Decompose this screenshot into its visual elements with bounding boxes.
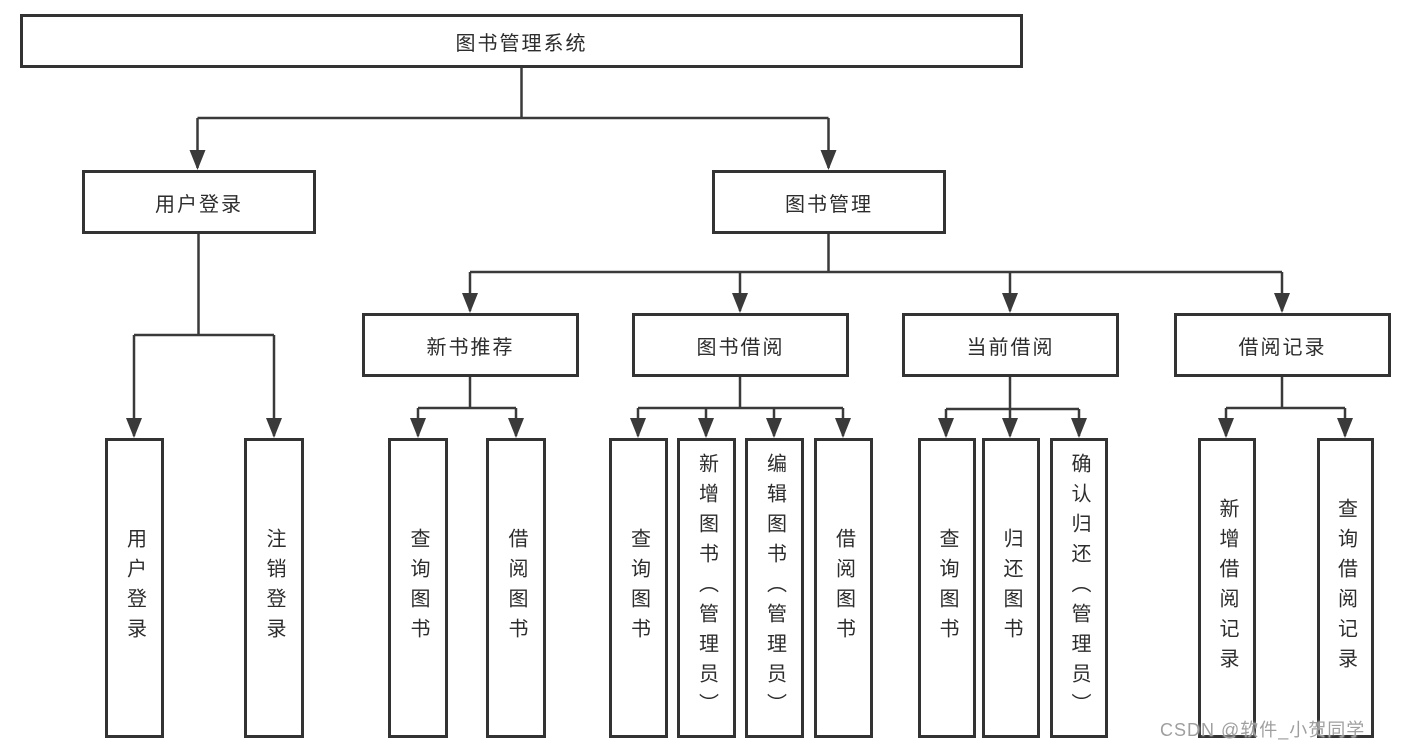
leaf-borrow-add-book-admin-label: 新增图书（管理员）	[695, 453, 718, 723]
leaf-borrow-borrow-book: 借阅图书	[814, 438, 873, 738]
leaf-current-return-book-label: 归还图书	[1000, 528, 1022, 648]
csdn-watermark: CSDN @软件_小贺同学	[1160, 720, 1366, 740]
node-book-management: 图书管理	[712, 170, 946, 234]
leaf-borrow-query-book-label: 查询图书	[627, 528, 650, 648]
leaf-recommend-borrow-book-label: 借阅图书	[505, 528, 527, 648]
leaf-borrow-edit-book-admin-label: 编辑图书（管理员）	[763, 453, 786, 723]
node-current-borrowing: 当前借阅	[902, 313, 1119, 377]
node-user-login: 用户登录	[82, 170, 316, 234]
leaf-records-add-record-label: 新增借阅记录	[1216, 498, 1238, 678]
leaf-current-confirm-return-admin-label: 确认归还（管理员）	[1068, 453, 1090, 723]
leaf-records-query-record: 查询借阅记录	[1317, 438, 1374, 738]
leaf-borrow-add-book-admin: 新增图书（管理员）	[677, 438, 736, 738]
leaf-logout-label: 注销登录	[263, 528, 285, 648]
leaf-records-add-record: 新增借阅记录	[1198, 438, 1256, 738]
leaf-user-login-label: 用户登录	[123, 528, 146, 648]
leaf-current-confirm-return-admin: 确认归还（管理员）	[1050, 438, 1108, 738]
leaf-user-login: 用户登录	[105, 438, 164, 738]
leaf-current-query-book-label: 查询图书	[936, 528, 958, 648]
leaf-logout: 注销登录	[244, 438, 304, 738]
leaf-records-query-record-label: 查询借阅记录	[1334, 498, 1357, 678]
node-new-book-recommend: 新书推荐	[362, 313, 579, 377]
arrowheads	[126, 150, 1353, 438]
leaf-recommend-borrow-book: 借阅图书	[486, 438, 546, 738]
leaf-borrow-borrow-book-label: 借阅图书	[832, 528, 855, 648]
node-borrowing-records: 借阅记录	[1174, 313, 1391, 377]
leaf-recommend-query-book-label: 查询图书	[407, 528, 429, 648]
leaf-current-query-book: 查询图书	[918, 438, 976, 738]
leaf-borrow-edit-book-admin: 编辑图书（管理员）	[745, 438, 804, 738]
leaf-recommend-query-book: 查询图书	[388, 438, 448, 738]
node-library-system: 图书管理系统	[20, 14, 1023, 68]
leaf-current-return-book: 归还图书	[982, 438, 1040, 738]
leaf-borrow-query-book: 查询图书	[609, 438, 668, 738]
node-book-borrowing: 图书借阅	[632, 313, 849, 377]
connector-path	[132, 68, 1347, 436]
